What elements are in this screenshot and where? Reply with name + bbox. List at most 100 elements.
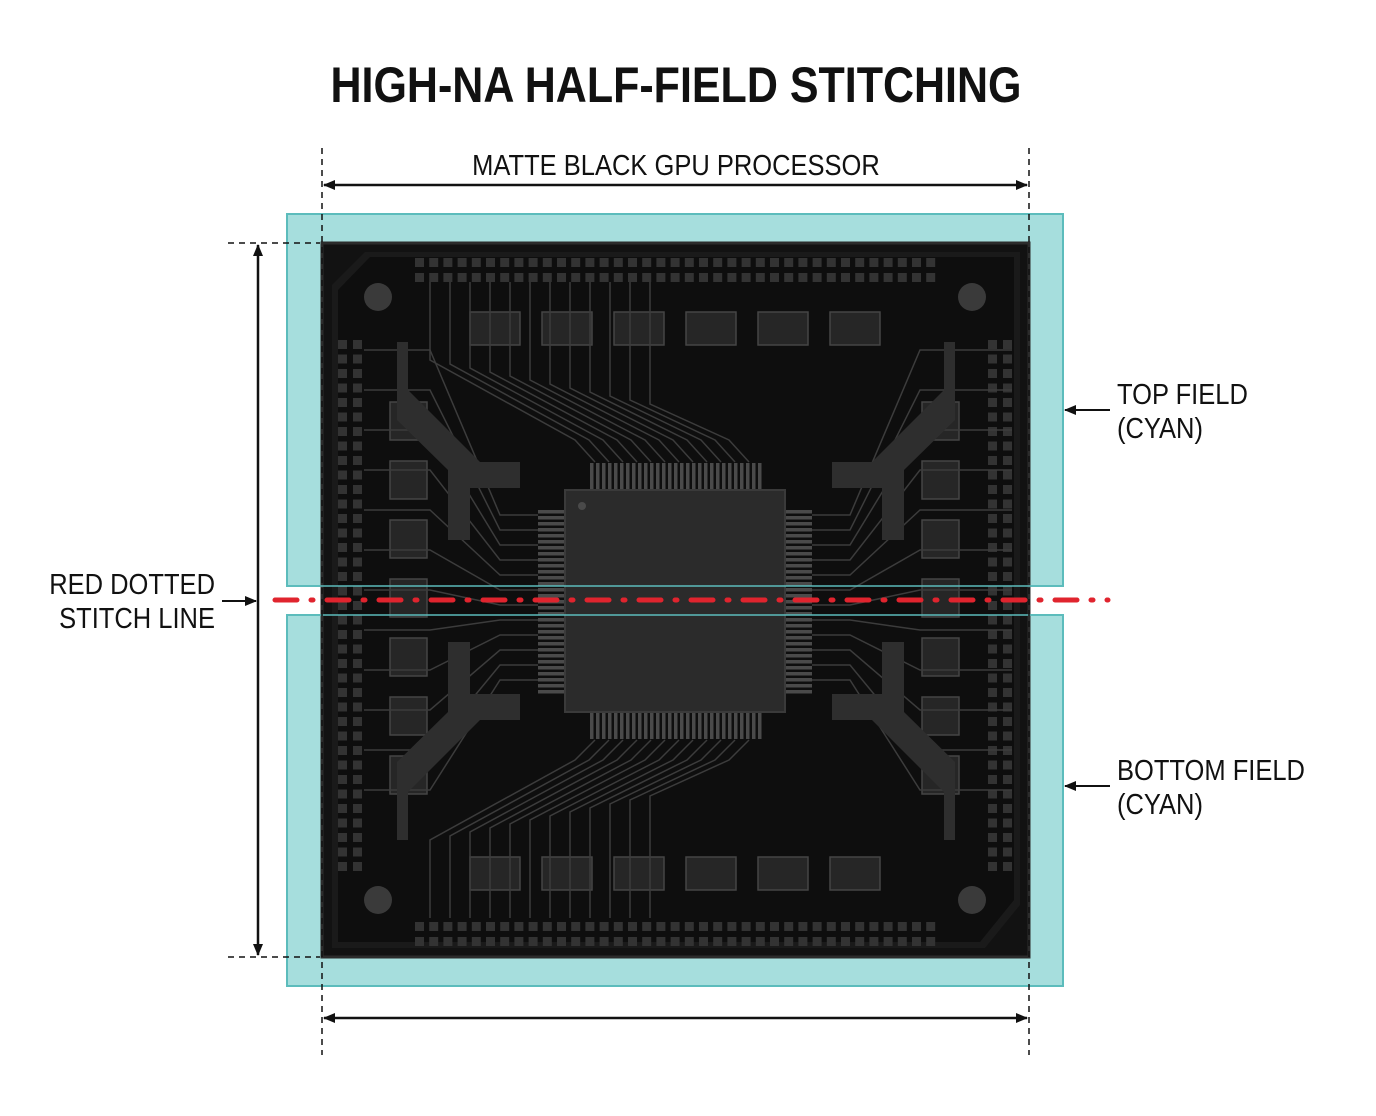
bump-pad	[599, 258, 609, 267]
die-pin	[786, 588, 812, 592]
die-pin	[644, 713, 648, 739]
bump-pad	[855, 258, 865, 267]
bump-pad	[528, 922, 538, 931]
bump-pad	[338, 456, 347, 465]
component-pad	[389, 519, 428, 559]
bump-pad	[670, 922, 680, 931]
die-pin	[538, 630, 564, 634]
component-pad	[921, 519, 960, 559]
bump-pad	[353, 862, 362, 871]
bump-pad	[353, 412, 362, 422]
die-pin	[752, 713, 756, 739]
bump-pad	[988, 340, 997, 349]
bump-pad	[1003, 398, 1012, 407]
die-pin	[656, 713, 660, 739]
bump-pad	[338, 470, 347, 480]
circuit-trace	[364, 509, 538, 576]
circuit-trace	[649, 739, 750, 918]
bump-pad	[656, 922, 666, 931]
bump-pad	[741, 258, 751, 267]
die-pin	[538, 570, 564, 574]
bump-pad	[500, 258, 510, 267]
bump-pad	[338, 441, 347, 451]
bump-pad	[415, 937, 424, 946]
die-pin	[538, 588, 564, 592]
bump-pad	[1003, 412, 1012, 422]
bump-pad	[353, 572, 362, 581]
bump-pad	[897, 258, 907, 267]
bump-pad	[353, 557, 362, 567]
circuit-trace	[589, 282, 708, 463]
bump-pad	[353, 847, 362, 857]
die-pin	[668, 713, 672, 739]
component-pad	[757, 856, 809, 891]
circuit-trace	[529, 739, 666, 918]
bump-pad	[338, 804, 347, 813]
die-pin	[786, 594, 812, 598]
circuit-trace	[509, 739, 652, 918]
die-pin	[786, 666, 812, 670]
die-pin	[786, 606, 812, 610]
bump-pad	[988, 731, 997, 741]
bump-pad	[883, 273, 893, 282]
circuit-trace	[469, 739, 624, 918]
die-pin	[710, 463, 714, 489]
bump-pad	[1003, 688, 1012, 697]
bump-pad	[443, 273, 453, 282]
bump-pad	[486, 258, 495, 267]
bump-pad	[353, 702, 362, 712]
circuit-trace	[569, 282, 694, 463]
bump-pad	[500, 273, 510, 282]
bump-pad	[784, 258, 794, 267]
bump-pad	[988, 862, 997, 871]
bump-pad	[514, 922, 524, 931]
bump-pad	[353, 340, 362, 349]
component-pad	[921, 460, 960, 500]
die-pin	[538, 564, 564, 568]
bump-pad	[869, 258, 879, 267]
bump-pad	[338, 412, 347, 422]
bump-pad	[883, 922, 893, 931]
bump-pad	[1003, 354, 1012, 364]
bump-pad	[912, 258, 921, 267]
die-pin	[538, 624, 564, 628]
die-pin	[786, 636, 812, 640]
bump-pad	[869, 937, 879, 946]
bump-pad	[338, 775, 347, 784]
bump-pad	[812, 922, 822, 931]
bump-pad	[338, 659, 347, 668]
bump-pad	[670, 937, 680, 946]
bump-pad	[353, 383, 362, 393]
die-pin	[614, 463, 618, 489]
bump-pad	[613, 922, 623, 931]
bump-pad	[429, 937, 439, 946]
bump-pad	[338, 673, 347, 683]
die-pin	[686, 463, 690, 489]
bump-pad	[1003, 514, 1012, 523]
bump-pad	[988, 514, 997, 523]
bump-pad	[338, 702, 347, 712]
bump-pad	[338, 818, 347, 828]
die-pin	[638, 713, 642, 739]
die-pin	[722, 713, 726, 739]
die-pin	[538, 558, 564, 562]
die-pin	[538, 648, 564, 652]
bump-pad	[353, 470, 362, 480]
bump-pad	[338, 427, 347, 436]
bump-pad	[599, 937, 609, 946]
bump-pad	[1003, 601, 1012, 610]
bump-pad	[656, 937, 666, 946]
die-pin	[680, 463, 684, 489]
bump-pad	[353, 369, 362, 378]
die-pin	[786, 564, 812, 568]
bump-pad	[642, 937, 652, 946]
mount-hole-icon	[958, 886, 986, 914]
bump-pad	[353, 615, 362, 625]
bump-pad	[926, 258, 936, 267]
bump-pad	[338, 833, 347, 842]
bump-pad	[988, 760, 997, 770]
die-pin	[734, 463, 738, 489]
circuit-trace	[509, 282, 652, 463]
bump-pad	[1003, 456, 1012, 465]
